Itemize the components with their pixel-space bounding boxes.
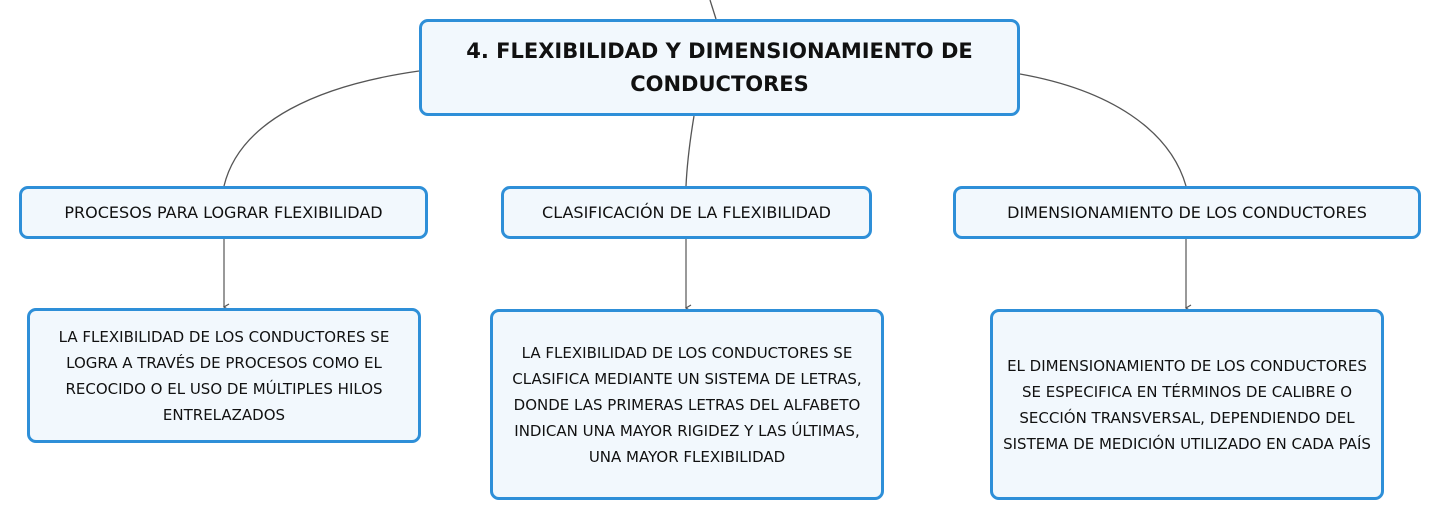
root-node-title: 4. FLEXIBILIDAD Y DIMENSIONAMIENTO DE CO… [466,38,973,96]
connector-root-to-branch-2 [685,115,695,187]
branch-node-dimensionamiento[interactable]: DIMENSIONAMIENTO DE LOS CONDUCTORES [953,186,1421,239]
branch-node-label: CLASIFICACIÓN DE LA FLEXIBILIDAD [542,202,831,222]
branch-node-label: DIMENSIONAMIENTO DE LOS CONDUCTORES [1007,202,1367,222]
detail-node-dimensionamiento[interactable]: EL DIMENSIONAMIENTO DE LOS CONDUCTORES S… [990,309,1384,500]
detail-node-text: LA FLEXIBILIDAD DE LOS CONDUCTORES SE LO… [58,327,390,424]
detail-node-clasificacion[interactable]: LA FLEXIBILIDAD DE LOS CONDUCTORES SE CL… [490,309,884,500]
root-node[interactable]: 4. FLEXIBILIDAD Y DIMENSIONAMIENTO DE CO… [419,19,1020,116]
detail-node-text: EL DIMENSIONAMIENTO DE LOS CONDUCTORES S… [1003,356,1371,453]
detail-node-text: LA FLEXIBILIDAD DE LOS CONDUCTORES SE CL… [512,343,862,466]
branch-node-clasificacion[interactable]: CLASIFICACIÓN DE LA FLEXIBILIDAD [501,186,872,239]
detail-node-procesos[interactable]: LA FLEXIBILIDAD DE LOS CONDUCTORES SE LO… [27,308,421,443]
branch-node-label: PROCESOS PARA LOGRAR FLEXIBILIDAD [64,202,383,222]
connector-parent-incoming [709,0,717,20]
connector-root-to-branch-1 [223,70,420,187]
connector-root-to-branch-3 [1019,73,1187,187]
branch-node-procesos[interactable]: PROCESOS PARA LOGRAR FLEXIBILIDAD [19,186,428,239]
